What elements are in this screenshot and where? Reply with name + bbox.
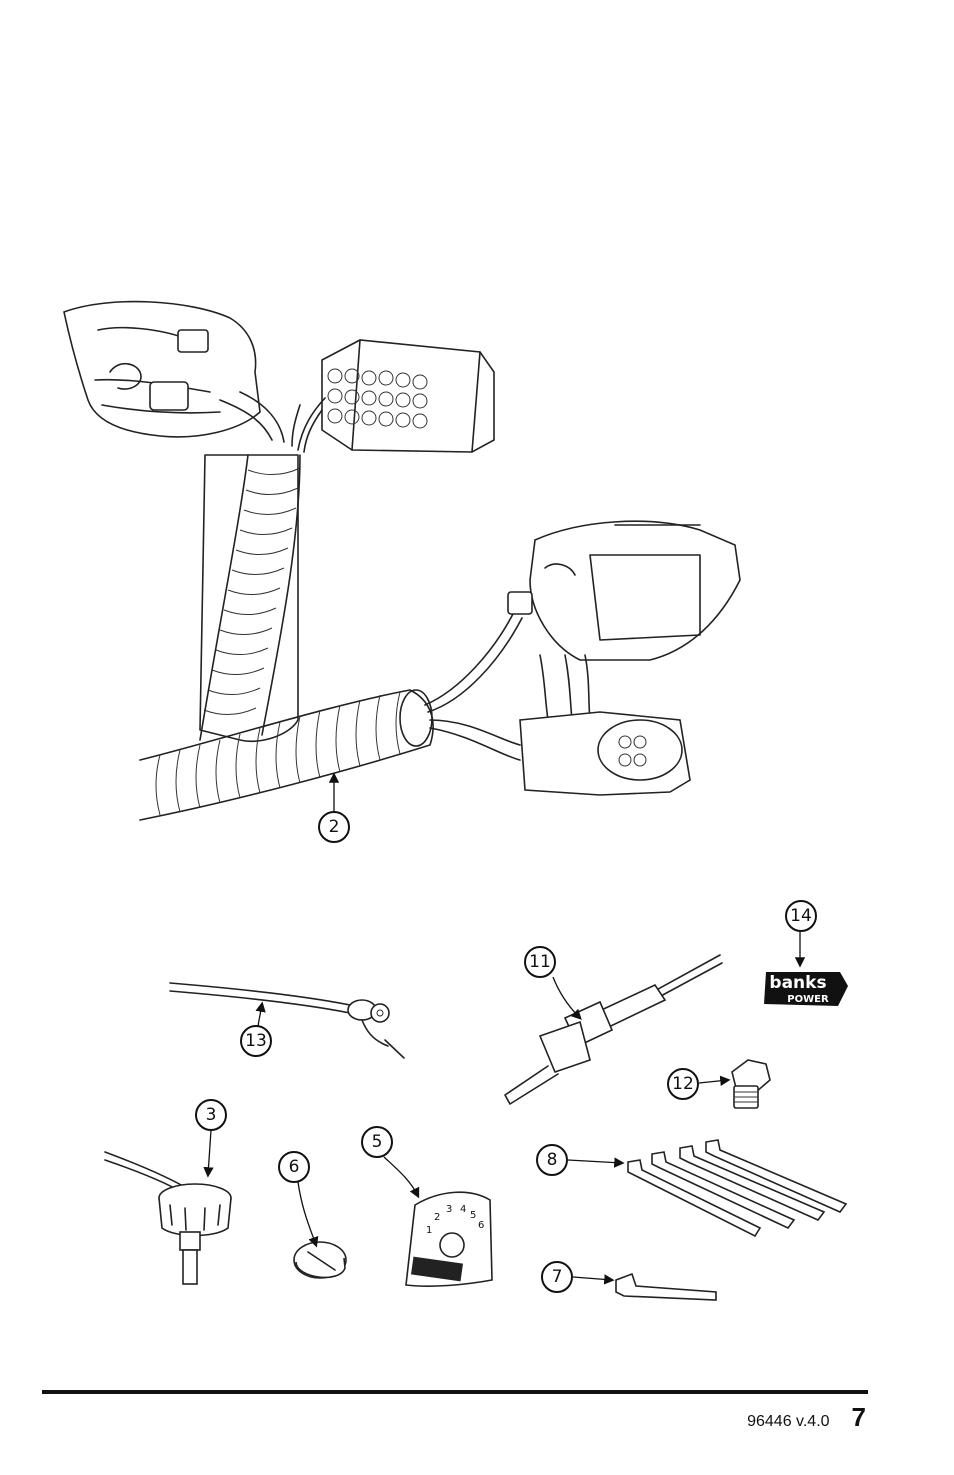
callout-6: 6 xyxy=(278,1151,310,1183)
svg-text:7: 7 xyxy=(552,1267,563,1287)
svg-text:2: 2 xyxy=(329,817,340,837)
dial-number-2: 2 xyxy=(434,1212,440,1223)
wiring-harness-drawing xyxy=(63,300,741,821)
dial-plate-drawing: 1 2 3 4 5 6 xyxy=(405,1191,493,1287)
logo-text-line1: banks xyxy=(769,973,826,993)
callout-11: 11 xyxy=(524,946,556,978)
callout-14: 14 xyxy=(785,900,817,932)
svg-text:3: 3 xyxy=(206,1105,217,1125)
cable-ties-drawing xyxy=(627,1139,848,1238)
svg-text:8: 8 xyxy=(547,1150,558,1170)
dial-number-4: 4 xyxy=(460,1204,466,1215)
page-footer: 96446 v.4.0 7 xyxy=(747,1402,866,1433)
fitting-drawing xyxy=(731,1059,771,1109)
dial-number-1: 1 xyxy=(426,1225,432,1236)
dial-number-6: 6 xyxy=(478,1220,484,1231)
svg-text:13: 13 xyxy=(245,1031,267,1051)
svg-text:6: 6 xyxy=(289,1157,300,1177)
ground-wire-drawing xyxy=(169,982,405,1059)
dial-number-5: 5 xyxy=(470,1210,476,1221)
hex-key-drawing xyxy=(615,1272,717,1301)
callout-12: 12 xyxy=(667,1068,699,1100)
callout-5: 5 xyxy=(361,1126,393,1158)
footer-rule xyxy=(42,1390,868,1394)
callout-2: 2 xyxy=(318,811,350,843)
svg-text:5: 5 xyxy=(372,1132,383,1152)
rotary-switch-drawing xyxy=(104,1151,232,1285)
callout-3: 3 xyxy=(195,1099,227,1131)
svg-text:12: 12 xyxy=(672,1074,694,1094)
knob-drawing xyxy=(293,1241,347,1279)
temperature-probe-drawing xyxy=(504,954,723,1105)
page-number: 7 xyxy=(851,1402,866,1432)
callout-13: 13 xyxy=(240,1025,272,1057)
document-id: 96446 v.4.0 xyxy=(747,1413,830,1430)
logo-text-line2: POWER xyxy=(787,994,829,1005)
callout-8: 8 xyxy=(536,1144,568,1176)
svg-text:11: 11 xyxy=(529,952,551,972)
logo-sticker: banks POWER xyxy=(764,972,848,1006)
dial-number-3: 3 xyxy=(446,1204,452,1215)
callout-7: 7 xyxy=(541,1261,573,1293)
leader-lines xyxy=(203,772,806,1285)
svg-text:14: 14 xyxy=(790,906,812,926)
